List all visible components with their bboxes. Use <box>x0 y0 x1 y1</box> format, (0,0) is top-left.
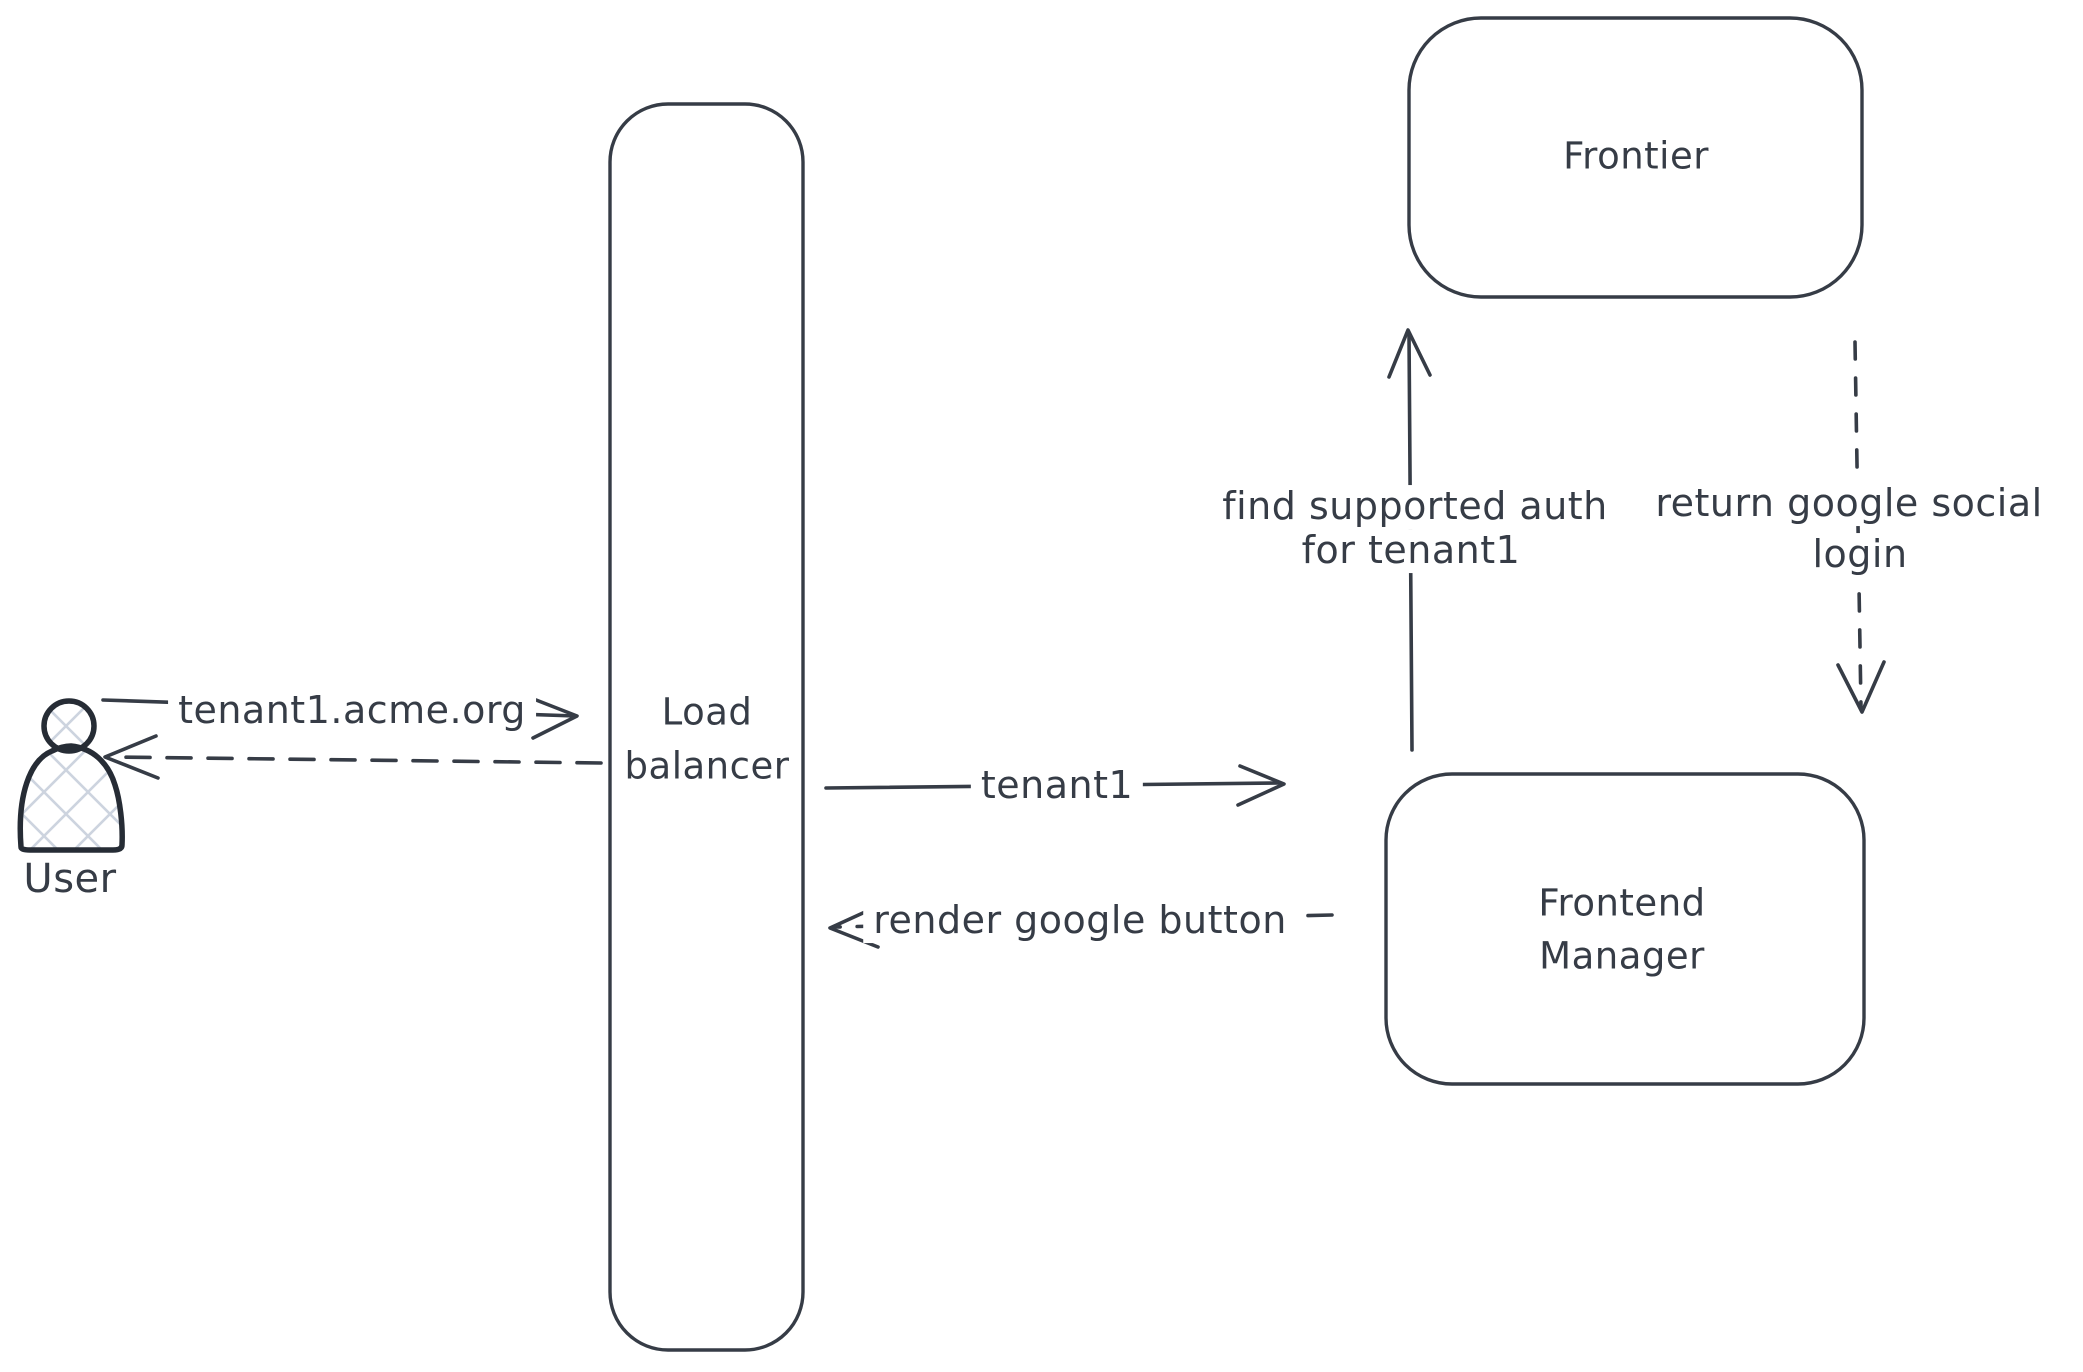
arrow-lb-to-user <box>103 734 603 780</box>
edge-label-login: login <box>1802 533 1918 577</box>
arrow-fm-to-frontier-head <box>1387 328 1432 379</box>
frontier-box <box>1407 16 1864 299</box>
frontend-manager-label-line2: Manager <box>1539 934 1705 978</box>
load-balancer-label-line2: balancer <box>624 744 790 788</box>
edge-label-tenant1-acme-org: tenant1.acme.org <box>168 689 536 733</box>
user-icon <box>17 698 125 853</box>
user-body <box>17 743 125 853</box>
frontend-manager-label-line1: Frontend <box>1538 881 1706 925</box>
arrow-frontier-to-fm-head <box>1836 660 1886 714</box>
edge-label-tenant1: tenant1 <box>970 764 1144 808</box>
frontier-label: Frontier <box>1563 134 1709 178</box>
arrow-frontier-to-fm <box>1836 340 1886 714</box>
arrow-lb-to-user-head <box>103 734 160 780</box>
load-balancer-label-line1: Load <box>661 690 753 734</box>
edge-label-find-supported-auth: find supported auth <box>1212 485 1618 529</box>
arrow-user-to-lb-head <box>529 696 579 740</box>
user-label: User <box>23 856 117 902</box>
edge-label-for-tenant1: for tenant1 <box>1291 529 1531 573</box>
edge-label-render-google-button: render google button <box>863 899 1297 943</box>
frontend-manager-box <box>1384 772 1866 1086</box>
load-balancer-box <box>608 102 805 1352</box>
arrow-lb-to-user-shaft <box>110 755 603 765</box>
arrow-lb-to-fm-head <box>1236 764 1286 807</box>
edge-label-return-google-social: return google social <box>1645 482 2053 526</box>
arrow-fm-to-lb-head <box>828 905 880 949</box>
